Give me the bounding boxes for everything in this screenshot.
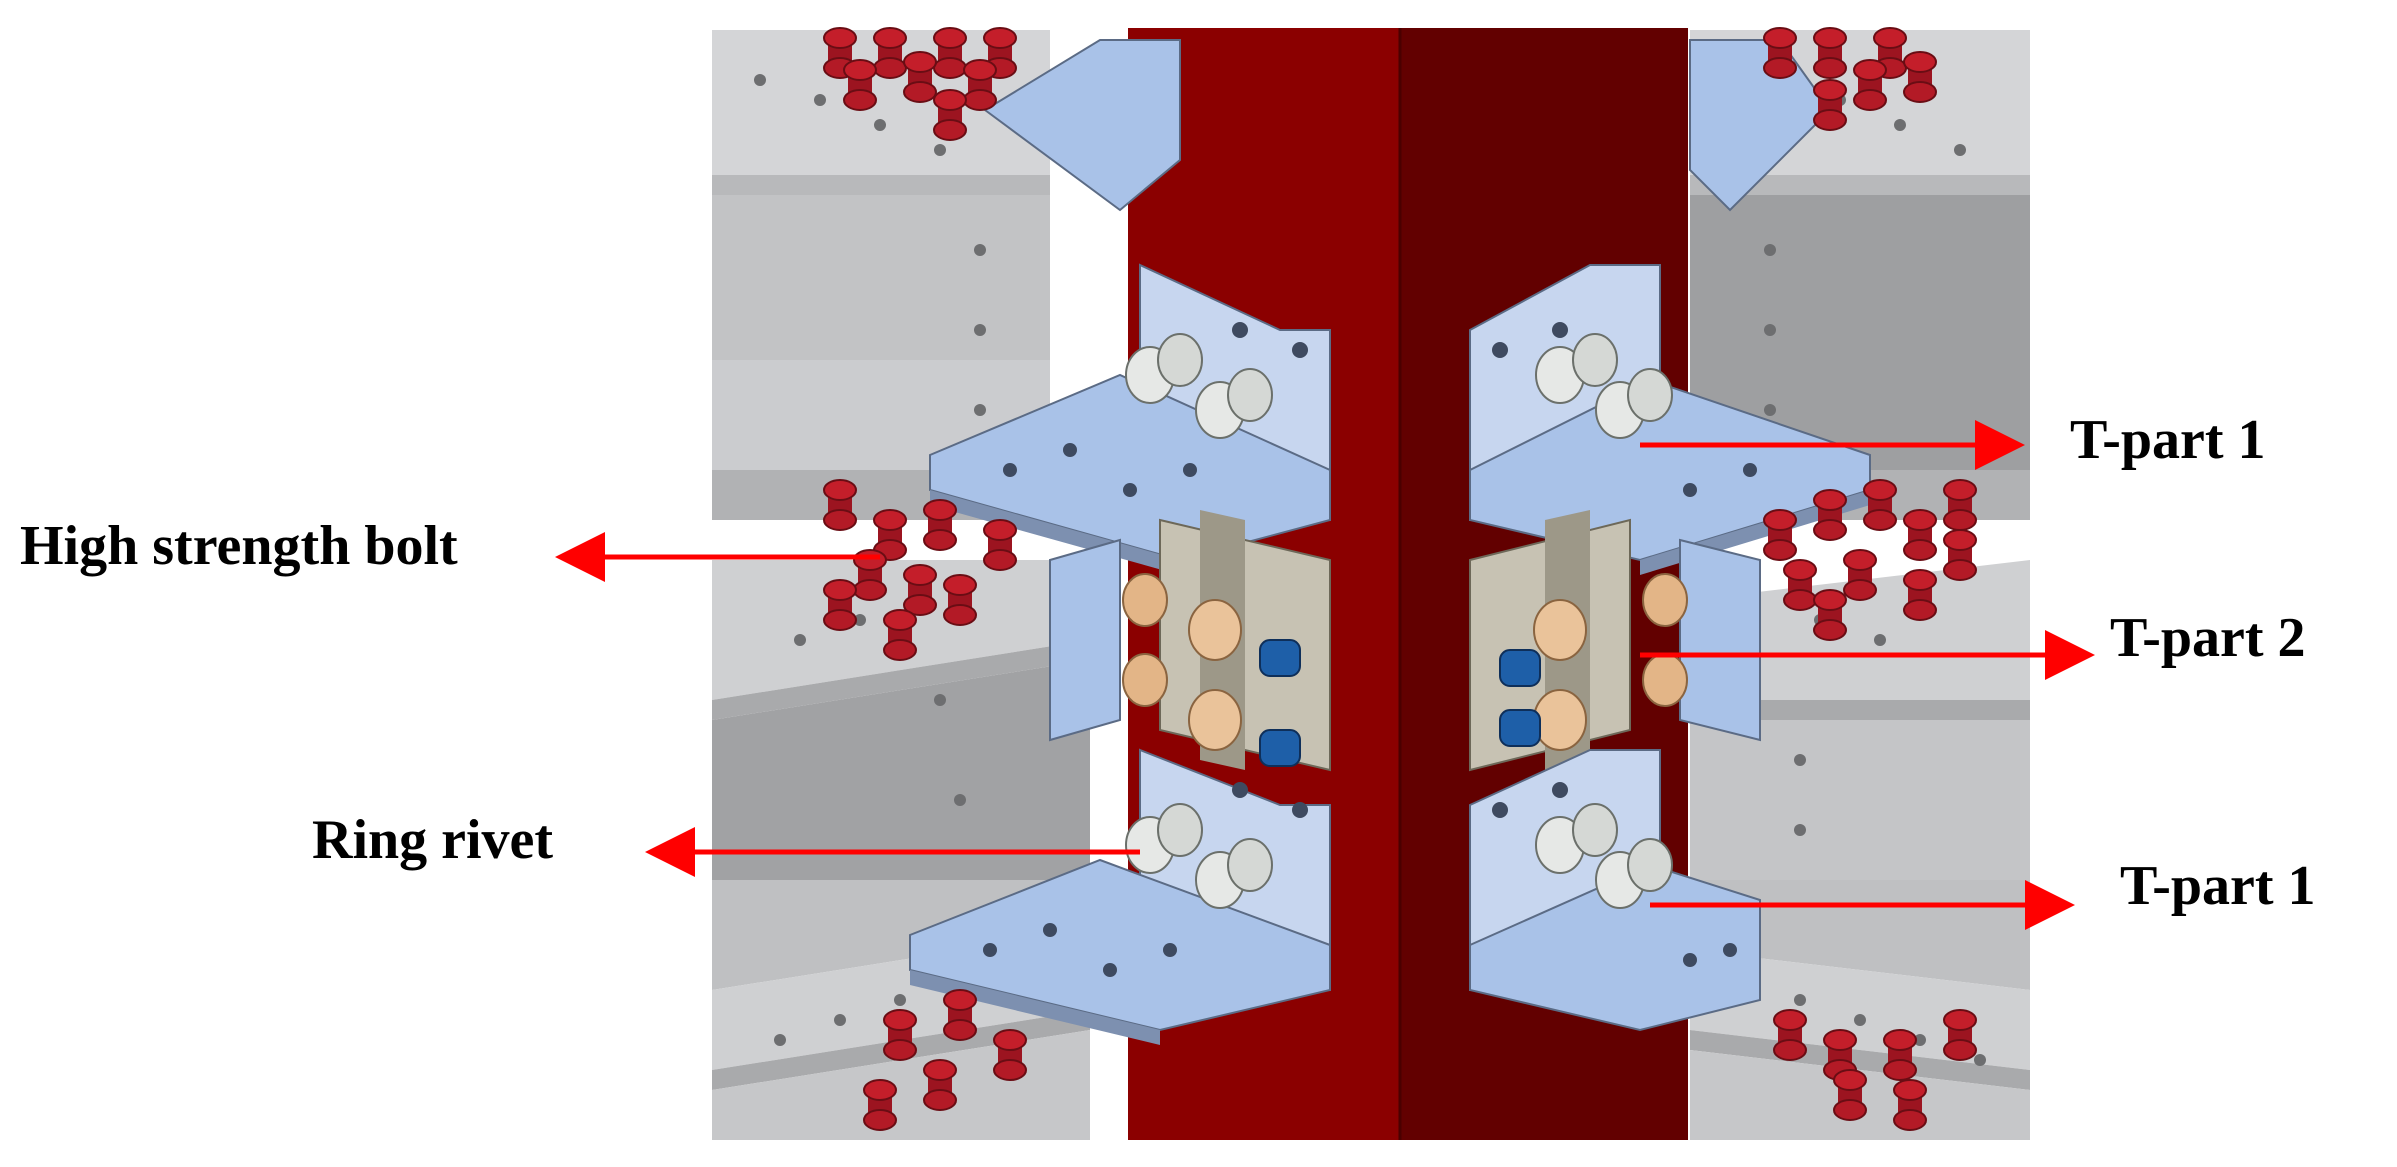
high-strength-bolt [1943, 1009, 1977, 1061]
high-strength-bolt [923, 1059, 957, 1111]
high-strength-bolt [1883, 1029, 1917, 1081]
high-strength-bolt [1813, 589, 1847, 641]
high-strength-bolt [1783, 559, 1817, 611]
label-t-part-1-upper: T-part 1 [2070, 409, 2266, 471]
label-t-part-1-lower: T-part 1 [2120, 855, 2316, 917]
high-strength-bolt [883, 609, 917, 661]
high-strength-bolt [933, 27, 967, 79]
high-strength-bolt [943, 989, 977, 1041]
high-strength-bolt [923, 499, 957, 551]
ring-rivets [1125, 333, 1673, 909]
high-strength-bolt [1943, 479, 1977, 531]
high-strength-bolt [1813, 489, 1847, 541]
left-middle-beam [712, 560, 1090, 880]
label-t-part-2: T-part 2 [2110, 607, 2306, 669]
high-strength-bolt [1813, 79, 1847, 131]
high-strength-bolt [903, 51, 937, 103]
high-strength-bolt [1943, 529, 1977, 581]
high-strength-bolt [1903, 51, 1937, 103]
high-strength-bolt [1833, 1069, 1867, 1121]
high-strength-bolt [1763, 27, 1797, 79]
high-strength-bolt [1903, 509, 1937, 561]
high-strength-bolt [1773, 1009, 1807, 1061]
high-strength-bolt [883, 1009, 917, 1061]
high-strength-bolt [1823, 1029, 1857, 1081]
high-strength-bolt [903, 564, 937, 616]
high-strength-bolt [1843, 549, 1877, 601]
high-strength-bolt [943, 574, 977, 626]
t-part-2-right [1469, 510, 1761, 772]
high-strength-bolt [1893, 1079, 1927, 1131]
high-strength-bolt [843, 59, 877, 111]
high-strength-bolt [823, 479, 857, 531]
high-strength-bolt [873, 27, 907, 79]
high-strength-bolt [1763, 509, 1797, 561]
high-strength-bolt [823, 579, 857, 631]
label-ring-rivet: Ring rivet [312, 809, 554, 871]
plate-holes [983, 322, 1757, 977]
label-high-strength-bolt: High strength bolt [20, 515, 458, 577]
high-strength-bolts [823, 27, 1977, 1131]
high-strength-bolt [1903, 569, 1937, 621]
blue-bolts [1259, 639, 1541, 767]
copper-bolts [1122, 573, 1688, 751]
callout-arrows [555, 420, 2095, 930]
high-strength-bolt [993, 1029, 1027, 1081]
high-strength-bolt [1813, 27, 1847, 79]
high-strength-bolt [933, 89, 967, 141]
high-strength-bolt [863, 1079, 897, 1131]
high-strength-bolt [1853, 59, 1887, 111]
high-strength-bolt [963, 59, 997, 111]
high-strength-bolt [1863, 479, 1897, 531]
high-strength-bolt [983, 519, 1017, 571]
top-plate-left [983, 39, 1181, 212]
right-middle-beam [1690, 560, 2030, 880]
